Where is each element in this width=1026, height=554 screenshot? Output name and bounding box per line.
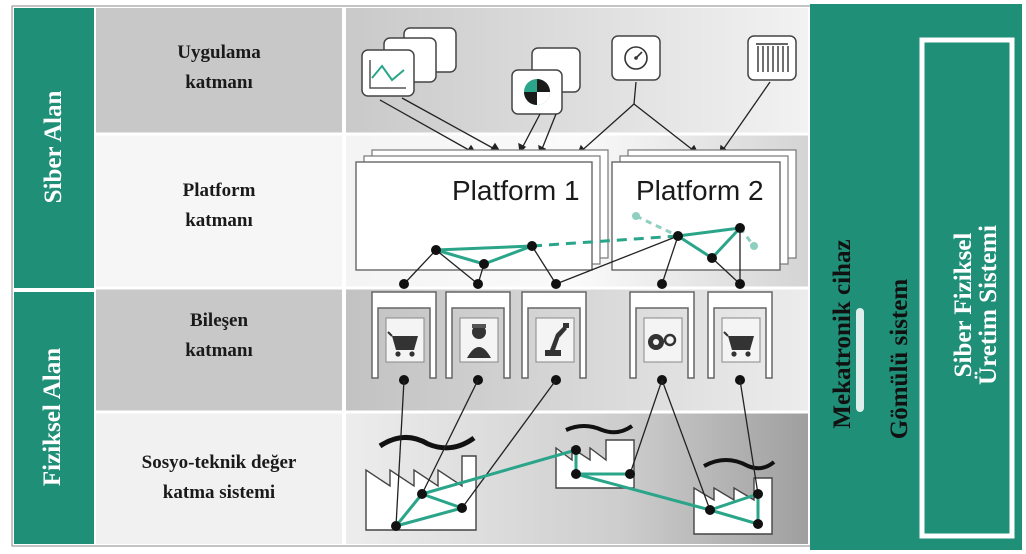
platform-2-title: Platform 2	[636, 175, 764, 206]
network-nodes	[431, 223, 745, 269]
pie-chart-icon	[511, 47, 581, 115]
bar-code-icon	[747, 35, 797, 81]
layer-label-line: Uygulama	[177, 42, 261, 63]
platform-1-title: Platform 1	[452, 175, 580, 206]
layer-label-line: Sosyo-teknik değer	[141, 452, 297, 473]
cart-icon	[723, 331, 754, 357]
line-chart-icon	[361, 27, 457, 97]
layer-label-line: katma sistemi	[162, 482, 276, 503]
gears-icon	[648, 333, 677, 350]
component-layer-label: Bileşen katmanı	[96, 306, 342, 366]
layer-label-line: Bileşen	[189, 310, 249, 331]
component-device-worker	[445, 279, 511, 385]
platform-2-box	[611, 149, 797, 271]
physical-domain-band	[14, 292, 94, 544]
platform-layer-label: Platform katmanı	[96, 176, 342, 236]
component-device-cart-1	[371, 279, 437, 385]
cart-icon	[387, 331, 418, 357]
cps-title-line2: Üretim Sistemi	[975, 225, 1002, 385]
gauge-icon	[611, 35, 661, 81]
factory-3	[693, 458, 776, 535]
mechatronic-device-label: Mekatronik cihaz	[829, 239, 856, 429]
layer-label-line: katmanı	[185, 72, 253, 93]
layer-label-line: katmanı	[185, 340, 253, 361]
platform-network	[435, 212, 758, 266]
robot-arm-icon	[545, 323, 569, 356]
layer-label-line: katmanı	[185, 210, 253, 231]
sociotechnical-layer-label: Sosyo-teknik değer katma sistemi	[96, 448, 342, 508]
cps-panel	[810, 4, 1022, 550]
cyber-domain-band	[14, 8, 94, 288]
platform-component-links	[403, 228, 741, 285]
sociotechnical-links	[391, 379, 763, 531]
application-layer-label: Uygulama katmanı	[96, 38, 342, 98]
layer-label-line: Platform	[182, 180, 256, 201]
embedded-system-label: Gömülü sistem	[886, 278, 913, 440]
platform-1-box	[355, 149, 609, 271]
worker-icon	[467, 324, 491, 358]
